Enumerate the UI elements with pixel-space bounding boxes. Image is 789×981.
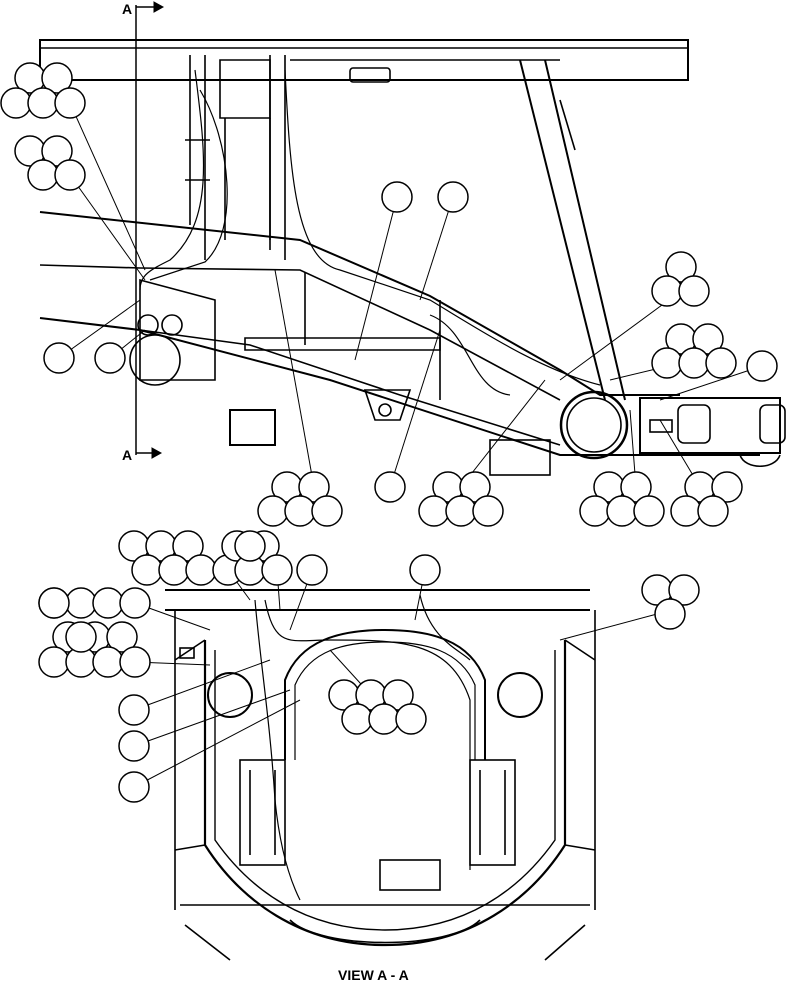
callout-bubble [119,587,151,619]
callout-bubble [445,495,477,527]
callout-bubble [43,342,75,374]
callout-bubble [409,554,441,586]
callout-bubble [472,495,504,527]
callout-bubble [746,350,778,382]
callout-layer [0,62,778,803]
callout-bubble [418,495,450,527]
callout-bubble [92,646,124,678]
callout-bubble [382,679,414,711]
section-label-bottom: A [122,447,132,463]
callout-bubble [38,587,70,619]
leader-line [58,299,141,359]
callout-bubble [670,495,702,527]
callout-bubble [158,554,190,586]
callout-bubble [705,347,737,379]
callout-bubble [54,159,86,191]
frame-section-view [165,589,596,961]
leader-line [69,174,146,281]
callout-bubble [94,342,126,374]
callout-bubble [697,495,729,527]
callout-bubble [257,495,289,527]
callout-bubble [620,471,652,503]
callout-bubble [27,87,59,119]
callout-bubble [633,495,665,527]
leader-line [559,613,658,641]
callout-bubble [654,598,686,630]
view-caption: VIEW A - A [338,967,409,981]
callout-bubble [665,251,697,283]
leader-line [274,269,315,488]
leader-line [460,379,546,488]
leader-line [133,689,291,747]
callout-bubble [381,181,413,213]
callout-bubble [27,159,59,191]
callout-bubble [172,530,204,562]
callout-bubble [118,694,150,726]
leader-line [354,196,398,361]
callout-bubble [296,554,328,586]
leader-line [389,329,441,488]
callout-bubble [437,181,469,213]
callout-bubble [38,646,70,678]
callout-bubble [106,621,138,653]
callout-bubble [119,646,151,678]
callout-bubble [65,621,97,653]
callout-bubble [606,495,638,527]
section-line-a [135,1,165,459]
frame-side-view [39,39,786,476]
callout-bubble [41,135,73,167]
callout-bubble [678,275,710,307]
leader-line [419,196,454,301]
section-label-top: A [122,1,132,17]
callout-bubble [668,574,700,606]
callout-bubble [261,554,293,586]
callout-bubble [92,587,124,619]
callout-bubble [395,703,427,735]
callout-bubble [298,471,330,503]
callout-bubble [711,471,743,503]
callout-bubble [185,554,217,586]
callout-bubble [234,530,266,562]
callout-bubble [0,87,32,119]
callout-bubble [118,771,150,803]
leader-line [559,290,682,381]
callout-bubble [374,471,406,503]
callout-bubble [692,323,724,355]
callout-bubble [311,495,343,527]
callout-bubble [54,87,86,119]
callout-bubble [284,495,316,527]
callout-bubble [341,703,373,735]
callout-bubble [368,703,400,735]
leader-line [133,659,271,711]
leader-line [133,699,301,788]
leader-line [69,102,146,271]
callout-bubble [678,347,710,379]
callout-bubble [579,495,611,527]
callout-bubble [651,347,683,379]
callout-bubble [41,62,73,94]
callout-bubble [118,730,150,762]
callout-bubble [459,471,491,503]
callout-bubble [65,587,97,619]
callout-bubble [651,275,683,307]
callout-bubble [131,554,163,586]
leader-line [659,365,763,401]
